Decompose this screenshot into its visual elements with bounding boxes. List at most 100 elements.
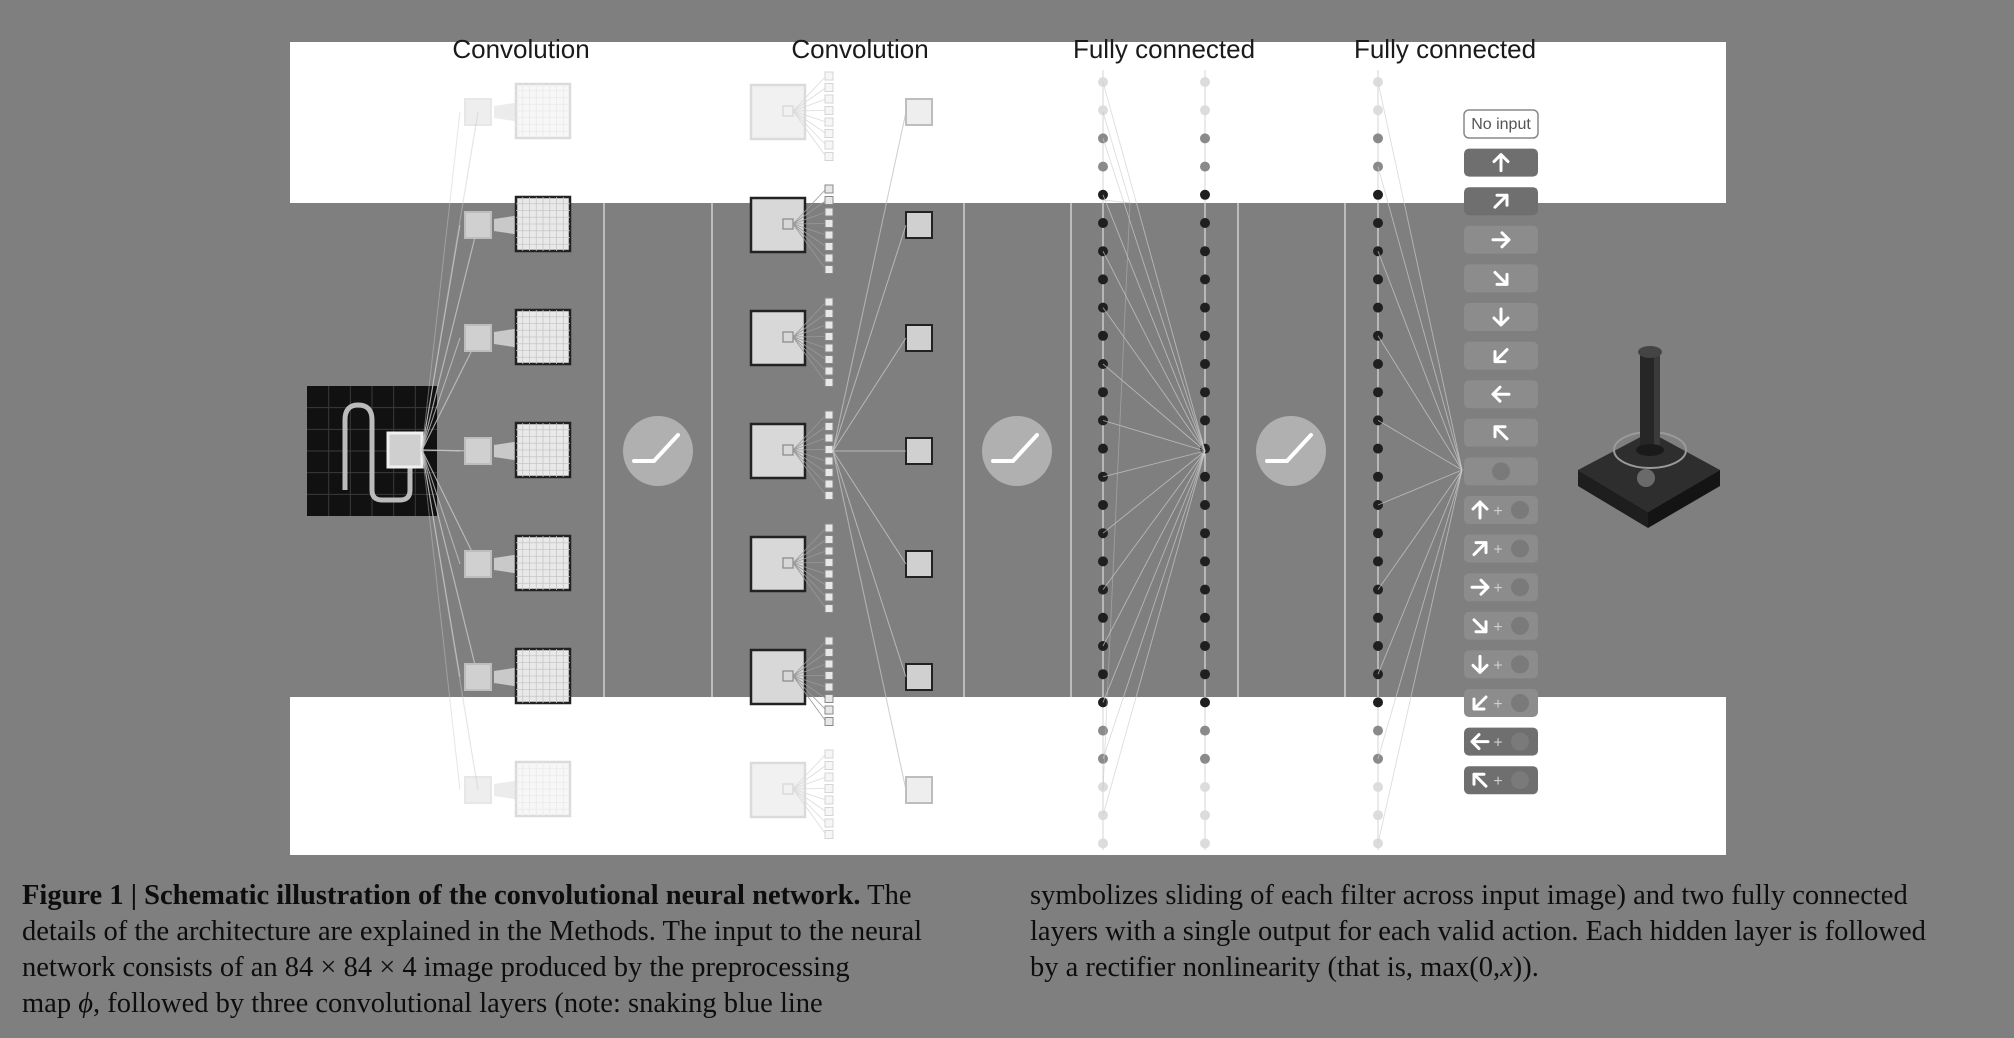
kernel-line (792, 200, 827, 225)
fc-neuron (1098, 274, 1108, 285)
input-connection (421, 449, 479, 678)
kernel-line (792, 550, 827, 564)
fc-neuron (1373, 359, 1383, 369)
arrow-path (1491, 385, 1511, 403)
fc-neuron (1200, 471, 1210, 482)
kernel-line (792, 449, 827, 462)
fc-neuron (1373, 556, 1383, 567)
joystick-top (1638, 346, 1662, 358)
fc-neuron (1200, 302, 1210, 313)
output-down-button (1464, 303, 1538, 331)
arrow-glyph (1472, 695, 1488, 711)
kernel-line (792, 449, 827, 473)
kernel-line (792, 110, 827, 123)
arrow-glyph (1470, 578, 1490, 596)
fc-neuron (1098, 556, 1108, 567)
fc2-connection (1377, 469, 1463, 675)
kernel-line (792, 188, 827, 225)
fc-neuron (1098, 443, 1108, 454)
kernel-line (792, 324, 827, 338)
conv2-cell (824, 433, 834, 443)
kernel-line (792, 301, 827, 338)
kernel-line (792, 788, 827, 824)
arrow-glyph (1491, 231, 1511, 249)
kernel-line (792, 87, 827, 112)
kernel-line (792, 336, 827, 360)
caption-line-7: by a rectifier nonlinearity (that is, ma… (1030, 952, 1539, 983)
fc-neuron (1200, 669, 1210, 680)
fire-icon (1511, 616, 1529, 635)
kernel-line (792, 414, 827, 451)
arrow-path (1493, 270, 1509, 286)
conv2-unit (749, 410, 834, 500)
kernel-line (792, 313, 827, 338)
conv2-cell (824, 117, 834, 127)
fc1-connection (1102, 450, 1206, 759)
kernel-line (792, 562, 827, 609)
conv3-unit (905, 98, 933, 126)
conv1-unit (464, 647, 572, 705)
fc1-connection (1102, 250, 1206, 452)
fc-neuron (1200, 105, 1210, 116)
fc-neuron (1200, 500, 1210, 510)
joystick-base-side (1648, 470, 1720, 528)
kernel-line (792, 110, 827, 112)
conv1-label: Convolution (452, 34, 590, 64)
kernel-line (792, 223, 827, 225)
plus-glyph: + (1493, 619, 1502, 636)
fire-icon (1511, 578, 1529, 597)
fc-neuron (1200, 838, 1210, 849)
fc-neuron (1200, 189, 1210, 200)
output-up-button (1464, 148, 1538, 177)
conv1-unit (464, 195, 572, 253)
fc-neuron (1373, 274, 1383, 285)
fc1-label: Fully connected (1072, 34, 1256, 64)
caption-line-6: layers with a single output for each val… (1030, 916, 1926, 947)
fc-neuron (1373, 612, 1383, 623)
conv3-connection (832, 450, 907, 565)
conv2-cell (824, 456, 834, 466)
kernel-line (792, 675, 827, 677)
kernel-line (792, 449, 827, 451)
arrow-path (1493, 425, 1509, 441)
conv2-cell (824, 807, 834, 816)
kernel-line (792, 562, 827, 586)
fc-neuron (1098, 161, 1108, 172)
kernel-line (792, 336, 827, 338)
kernel-line (792, 562, 827, 564)
conv1-filter (464, 437, 492, 465)
conv2-cell (824, 265, 834, 274)
output-no-input-button: No input (1463, 109, 1539, 139)
fire-icon (1511, 539, 1529, 558)
output-up-right-button (1464, 187, 1538, 216)
conv2-cell (824, 378, 834, 387)
conv3-unit (905, 211, 933, 239)
joystick-stick-shade (1654, 352, 1660, 452)
caption-line-1: Figure 1 | Schematic illustration of the… (22, 880, 912, 911)
conv2-cell (824, 604, 834, 613)
kernel-line (792, 449, 827, 496)
kernel-line (792, 675, 827, 699)
fc2-connection (1377, 81, 1463, 471)
conv2-cell (824, 152, 834, 161)
input-connection (421, 224, 461, 451)
snaking-line (342, 402, 413, 503)
conv2-cell (824, 343, 834, 353)
conv1-feature-map (514, 760, 572, 818)
kernel-line (792, 675, 827, 722)
conv2-cell (824, 94, 834, 104)
conv2-cell (824, 491, 834, 500)
caption-line-5: symbolizes sliding of each filter across… (1030, 880, 1908, 911)
fc-neuron (1200, 810, 1210, 821)
conv2-cell (824, 761, 834, 770)
conv2-cell (824, 682, 834, 692)
conv2-cell (824, 558, 834, 567)
conv3-unit (905, 437, 933, 465)
fc1-connection (1102, 81, 1206, 452)
conv2-kernel (782, 105, 794, 117)
conv1-unit (464, 421, 572, 479)
conv1-filter (464, 776, 492, 804)
fc-neuron (1098, 838, 1108, 849)
arrow-path (1492, 153, 1510, 173)
fc-neuron (1200, 359, 1210, 369)
